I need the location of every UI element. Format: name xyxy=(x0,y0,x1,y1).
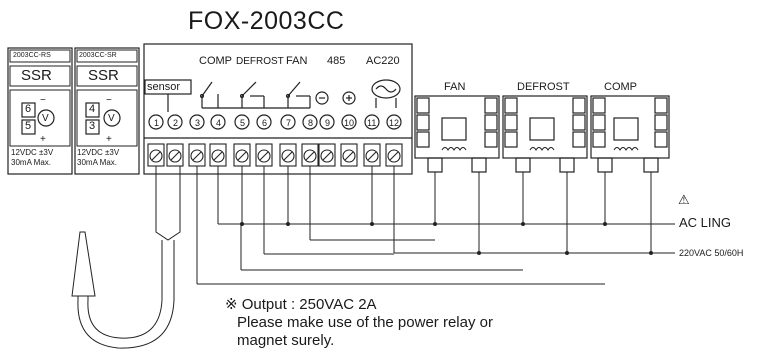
ssr-current-rs: 30mA Max. xyxy=(11,158,52,167)
terminal-11: 11 xyxy=(367,118,377,128)
terminal-12: 12 xyxy=(389,118,400,128)
relay-comp-label: COMP xyxy=(604,81,637,93)
junction-dots xyxy=(240,222,653,255)
ac220-label: AC220 xyxy=(366,55,400,67)
ssr-plus-sr: + xyxy=(106,134,112,145)
wiring-lines xyxy=(71,166,675,349)
terminal-2: 2 xyxy=(173,118,179,128)
ssr-module-sr xyxy=(74,47,140,175)
ssr-v-glyph-sr: V xyxy=(108,113,115,124)
note-line-3: magnet surely. xyxy=(237,332,335,349)
terminal-10: 10 xyxy=(344,118,355,128)
ssr-current-sr: 30mA Max. xyxy=(77,158,118,167)
ssr-term-bottom-sr: 3 xyxy=(89,120,96,132)
ssr-term-top-rs: 6 xyxy=(25,103,32,115)
fan-label: FAN xyxy=(286,55,308,67)
diagram-title: FOX-2003CC xyxy=(188,7,345,35)
ssr-voltage-sr: 12VDC ±3V xyxy=(77,148,120,157)
ac-line-label: AC LING xyxy=(679,215,732,230)
sensor-label: sensor xyxy=(147,81,181,93)
terminal-1: 1 xyxy=(154,118,160,128)
terminal-4: 4 xyxy=(216,118,222,128)
ssr-label-rs: SSR xyxy=(21,67,52,84)
terminal-9: 9 xyxy=(325,118,331,128)
supply-label: 220VAC 50/60H xyxy=(679,248,744,258)
relay-defrost xyxy=(502,95,588,173)
terminal-3: 3 xyxy=(195,118,201,128)
ssr-minus-rs: − xyxy=(40,95,46,106)
ssr-module-rs xyxy=(7,47,73,175)
warning-icon: ⚠ xyxy=(678,192,690,207)
ssr-plus-rs: + xyxy=(40,134,46,145)
ssr-label-sr: SSR xyxy=(88,67,119,84)
terminal-5: 5 xyxy=(240,118,246,128)
ssr-v-glyph-rs: V xyxy=(42,113,49,124)
terminal-number-row xyxy=(148,114,402,130)
ssr-minus-sr: − xyxy=(106,95,112,106)
rs485-label: 485 xyxy=(327,55,346,67)
ssr-term-bottom-rs: 5 xyxy=(25,120,32,132)
ssr-voltage-rs: 12VDC ±3V xyxy=(11,148,54,157)
terminal-8: 8 xyxy=(308,118,314,128)
controller-body xyxy=(143,43,413,175)
ssr-model-sr: 2003CC-SR xyxy=(79,52,117,59)
note-line-2: Please make use of the power relay or xyxy=(237,314,493,331)
terminal-6: 6 xyxy=(262,118,268,128)
relay-fan-label: FAN xyxy=(444,81,466,93)
relay-defrost-label: DEFROST xyxy=(517,81,570,93)
note-marker: ※ xyxy=(225,296,238,313)
ssr-term-top-sr: 4 xyxy=(89,103,96,115)
defrost-label: DEFROST xyxy=(236,56,284,67)
relay-fan xyxy=(414,95,500,173)
comp-label: COMP xyxy=(199,55,232,67)
ssr-model-rs: 2003CC-RS xyxy=(13,52,51,59)
screw-terminal-row xyxy=(147,143,403,167)
terminal-7: 7 xyxy=(286,118,292,128)
relay-comp xyxy=(590,95,670,173)
note-line-1: Output : 250VAC 2A xyxy=(241,296,377,313)
output-note: ※ Output : 250VAC 2A xyxy=(225,296,377,314)
